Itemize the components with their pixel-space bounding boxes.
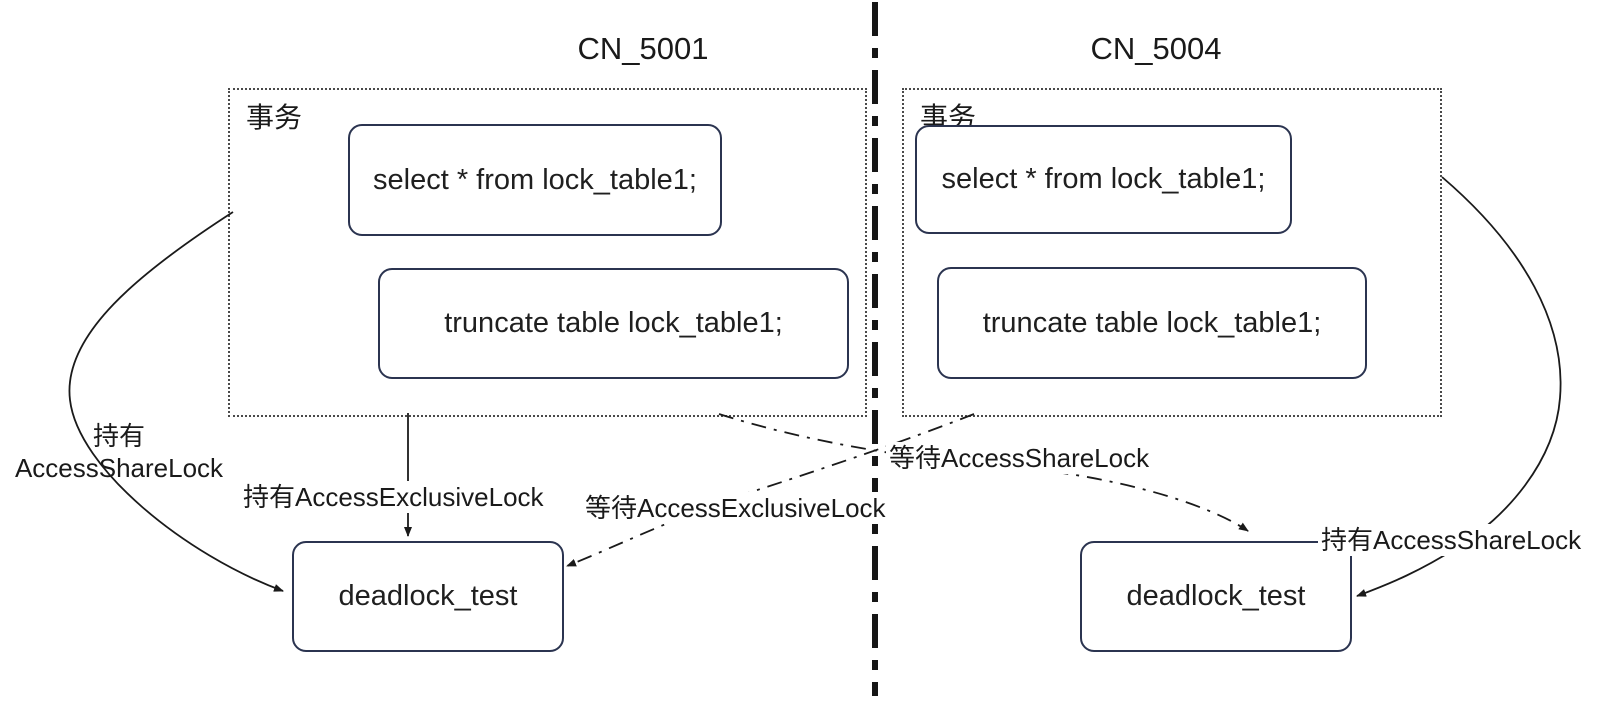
node-title-cn5001: CN_5001 [577,31,709,66]
statement-truncate-left-text: truncate table lock_table1; [444,307,783,339]
edge-wait-accessexclusivelock [566,413,975,567]
edge-label-wait-accesssharelock: 等待AccessShareLock [886,442,1153,474]
statement-truncate-right-text: truncate table lock_table1; [982,306,1322,339]
transaction-label-left: 事务 [246,102,303,133]
resource-box-left-text: deadlock_test [338,580,518,612]
node-title-cn5004: CN_5004 [1090,31,1222,66]
edge-label-wait-accessexclusivelock: 等待AccessExclusiveLock [582,492,889,524]
statement-select-right: select * from lock_table1; [915,125,1292,234]
resource-box-right-text: deadlock_test [1126,580,1306,612]
statement-select-left: select * from lock_table1; [348,124,722,236]
statement-truncate-right: truncate table lock_table1; [937,267,1367,379]
statement-select-right-text: select * from lock_table1; [941,163,1266,195]
resource-box-deadlock-test-right: deadlock_test [1080,541,1352,652]
resource-box-deadlock-test-left: deadlock_test [292,541,564,652]
edge-label-hold-accesssharelock-left: 持有 AccessShareLock [14,421,224,483]
statement-select-left-text: select * from lock_table1; [373,163,697,196]
divider-line [872,2,878,696]
statement-truncate-left: truncate table lock_table1; [378,268,849,379]
edge-label-hold-accesssharelock-right: 持有AccessShareLock [1318,524,1585,556]
edge-label-hold-accessexclusivelock: 持有AccessExclusiveLock [240,481,547,513]
